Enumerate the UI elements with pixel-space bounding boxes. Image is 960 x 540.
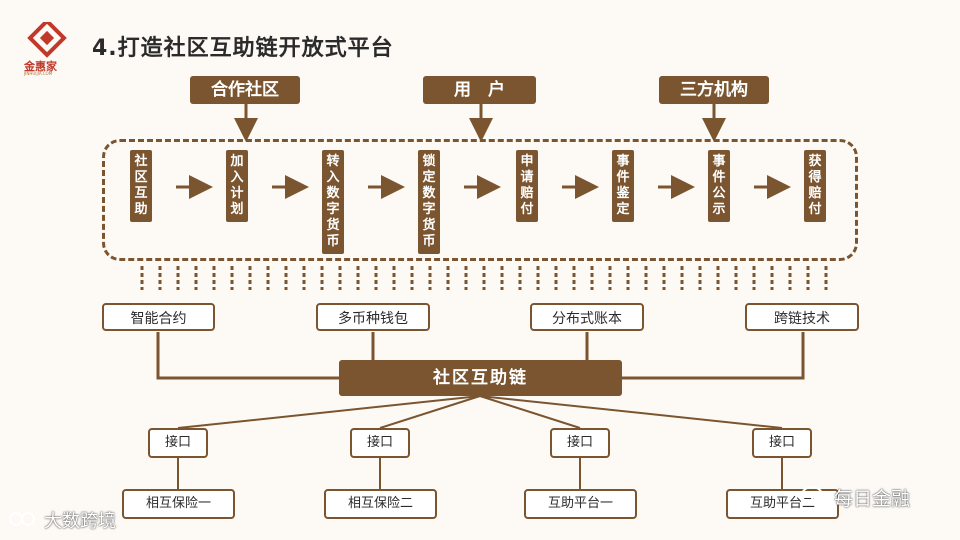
source-third-party: 三方机构 bbox=[659, 76, 769, 104]
page-title: 4.打造社区互助链开放式平台 bbox=[92, 36, 394, 61]
step-lock-digital-currency: 锁定数字货币 bbox=[418, 150, 440, 254]
feature-multi-currency-wallet: 多币种钱包 bbox=[316, 303, 430, 331]
step-transfer-digital-currency: 转入数字货币 bbox=[322, 150, 344, 254]
interface-box-2: 接口 bbox=[350, 428, 410, 458]
interface-product-lines bbox=[177, 458, 783, 489]
product-mutual-insurance-2: 相互保险二 bbox=[324, 489, 437, 519]
interface-box-1: 接口 bbox=[148, 428, 208, 458]
interface-box-3: 接口 bbox=[550, 428, 610, 458]
product-mutual-platform-1: 互助平台一 bbox=[524, 489, 637, 519]
watermark-left-text: 大数跨境 bbox=[44, 511, 116, 532]
feature-links bbox=[156, 332, 805, 380]
feature-cross-chain: 跨链技术 bbox=[745, 303, 859, 331]
process-container bbox=[102, 139, 858, 261]
step-event-appraisal: 事件鉴定 bbox=[612, 150, 634, 222]
step-join-plan: 加入计划 bbox=[226, 150, 248, 222]
feature-smart-contract: 智能合约 bbox=[102, 303, 215, 331]
wechat-icon bbox=[800, 484, 830, 508]
watermark-right-text: 每日金融 bbox=[834, 488, 911, 510]
source-cooperative-community: 合作社区 bbox=[190, 76, 300, 104]
watermark-logo-icon bbox=[8, 508, 38, 530]
interface-box-4: 接口 bbox=[752, 428, 812, 458]
step-receive-compensation: 获得赔付 bbox=[804, 150, 826, 222]
chain-fan-lines bbox=[177, 395, 783, 429]
community-mutual-aid-chain: 社区互助链 bbox=[339, 360, 622, 396]
feature-distributed-ledger: 分布式账本 bbox=[530, 303, 644, 331]
product-mutual-insurance-1: 相互保险一 bbox=[122, 489, 235, 519]
dashed-strips bbox=[140, 266, 828, 290]
company-logo-icon bbox=[27, 22, 67, 58]
logo-subtext: JINHUIJIA.COM bbox=[24, 71, 53, 76]
source-user: 用 户 bbox=[423, 76, 536, 104]
logo-text: 金惠家 bbox=[24, 60, 57, 73]
step-event-publicity: 事件公示 bbox=[708, 150, 730, 222]
step-apply-claim: 申请赔付 bbox=[516, 150, 538, 222]
step-community-mutual-aid: 社区互助 bbox=[130, 150, 152, 222]
